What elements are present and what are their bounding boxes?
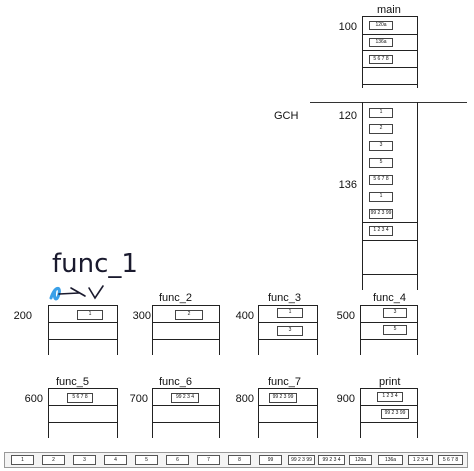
func2-title: func_2 [159, 292, 193, 304]
gch-value[interactable]: 1 [369, 192, 393, 202]
print-title: print [379, 376, 401, 388]
frame-800: 99 2 3 99 [258, 388, 318, 438]
func5-title: func_5 [56, 376, 90, 388]
frame-200: 1 [48, 305, 118, 355]
func6-title: func_6 [159, 376, 193, 388]
main-value[interactable]: 5 6 7 8 [369, 55, 393, 64]
func3-title: func_3 [268, 292, 302, 304]
value-chip[interactable]: 3 [73, 455, 96, 465]
frame-500: 3 5 [360, 305, 418, 355]
frame-500-address: 500 [336, 310, 355, 322]
frame-300-value[interactable]: 2 [175, 310, 203, 320]
gch-column: 1 2 3 5 5 6 7 8 1 99 2 3 99 1 2 3 4 [362, 102, 418, 290]
frame-800-value[interactable]: 99 2 3 99 [269, 393, 297, 403]
frame-500-value[interactable]: 5 [383, 325, 407, 335]
frame-300: 2 [152, 305, 220, 355]
handwritten-func1-label: func_1 [52, 249, 138, 279]
value-chip-tray: 1 2 3 4 5 6 7 8 99 99 2 3 99 99 2 3 4 12… [4, 452, 468, 468]
gch-value[interactable]: 99 2 3 99 [369, 209, 393, 219]
frame-900-address: 900 [336, 393, 355, 405]
frame-400-address: 400 [235, 310, 254, 322]
gch-label: GCH [274, 110, 299, 122]
gch-value[interactable]: 5 [369, 158, 393, 168]
frame-900-value[interactable]: 1 2 3 4 [377, 392, 403, 402]
value-chip[interactable]: 136a [378, 455, 403, 465]
frame-900: 1 2 3 4 99 2 3 99 [360, 388, 418, 438]
gch-value[interactable]: 1 2 3 4 [369, 226, 393, 236]
main-frame: 120a 136a 5 6 7 8 [362, 16, 418, 88]
value-chip[interactable]: 6 [166, 455, 189, 465]
frame-500-value[interactable]: 3 [383, 308, 407, 318]
main-value[interactable]: 120a [369, 21, 393, 30]
main-title: main [377, 4, 401, 16]
frame-900-value[interactable]: 99 2 3 99 [381, 409, 409, 419]
value-chip[interactable]: 120a [349, 455, 372, 465]
frame-400-value[interactable]: 3 [277, 326, 303, 336]
value-chip[interactable]: 99 2 3 4 [318, 455, 345, 465]
frame-700-address: 700 [129, 393, 148, 405]
value-chip[interactable]: 1 2 3 4 [408, 455, 433, 465]
frame-600-value[interactable]: 5 6 7 8 [67, 393, 93, 403]
value-chip[interactable]: 5 6 7 8 [438, 455, 463, 465]
gch-divider [310, 102, 467, 103]
func7-title: func_7 [268, 376, 302, 388]
gch-value[interactable]: 2 [369, 124, 393, 134]
gch-value[interactable]: 5 6 7 8 [369, 175, 393, 185]
func4-title: func_4 [373, 292, 407, 304]
value-chip[interactable]: 4 [104, 455, 127, 465]
frame-300-address: 300 [132, 310, 151, 322]
value-chip[interactable]: 1 [11, 455, 34, 465]
frame-400-value[interactable]: 1 [277, 308, 303, 318]
frame-600-address: 600 [24, 393, 43, 405]
gch-address-136: 136 [338, 179, 357, 191]
value-chip[interactable]: 99 [259, 455, 282, 465]
value-chip[interactable]: 5 [135, 455, 158, 465]
frame-700-value[interactable]: 99 2 3 4 [171, 393, 199, 403]
value-chip[interactable]: 7 [197, 455, 220, 465]
main-value[interactable]: 136a [369, 38, 393, 47]
value-chip[interactable]: 2 [42, 455, 65, 465]
main-address: 100 [338, 21, 357, 33]
frame-600: 5 6 7 8 [48, 388, 118, 438]
gch-address-120: 120 [338, 110, 357, 122]
frame-200-address: 200 [13, 310, 32, 322]
frame-400: 1 3 [258, 305, 318, 355]
frame-700: 99 2 3 4 [152, 388, 220, 438]
frame-200-value[interactable]: 1 [77, 310, 103, 320]
frame-800-address: 800 [235, 393, 254, 405]
gch-value[interactable]: 3 [369, 141, 393, 151]
scribble-mark [49, 285, 104, 301]
value-chip[interactable]: 8 [228, 455, 251, 465]
value-chip[interactable]: 99 2 3 99 [288, 455, 315, 465]
gch-value[interactable]: 1 [369, 108, 393, 118]
